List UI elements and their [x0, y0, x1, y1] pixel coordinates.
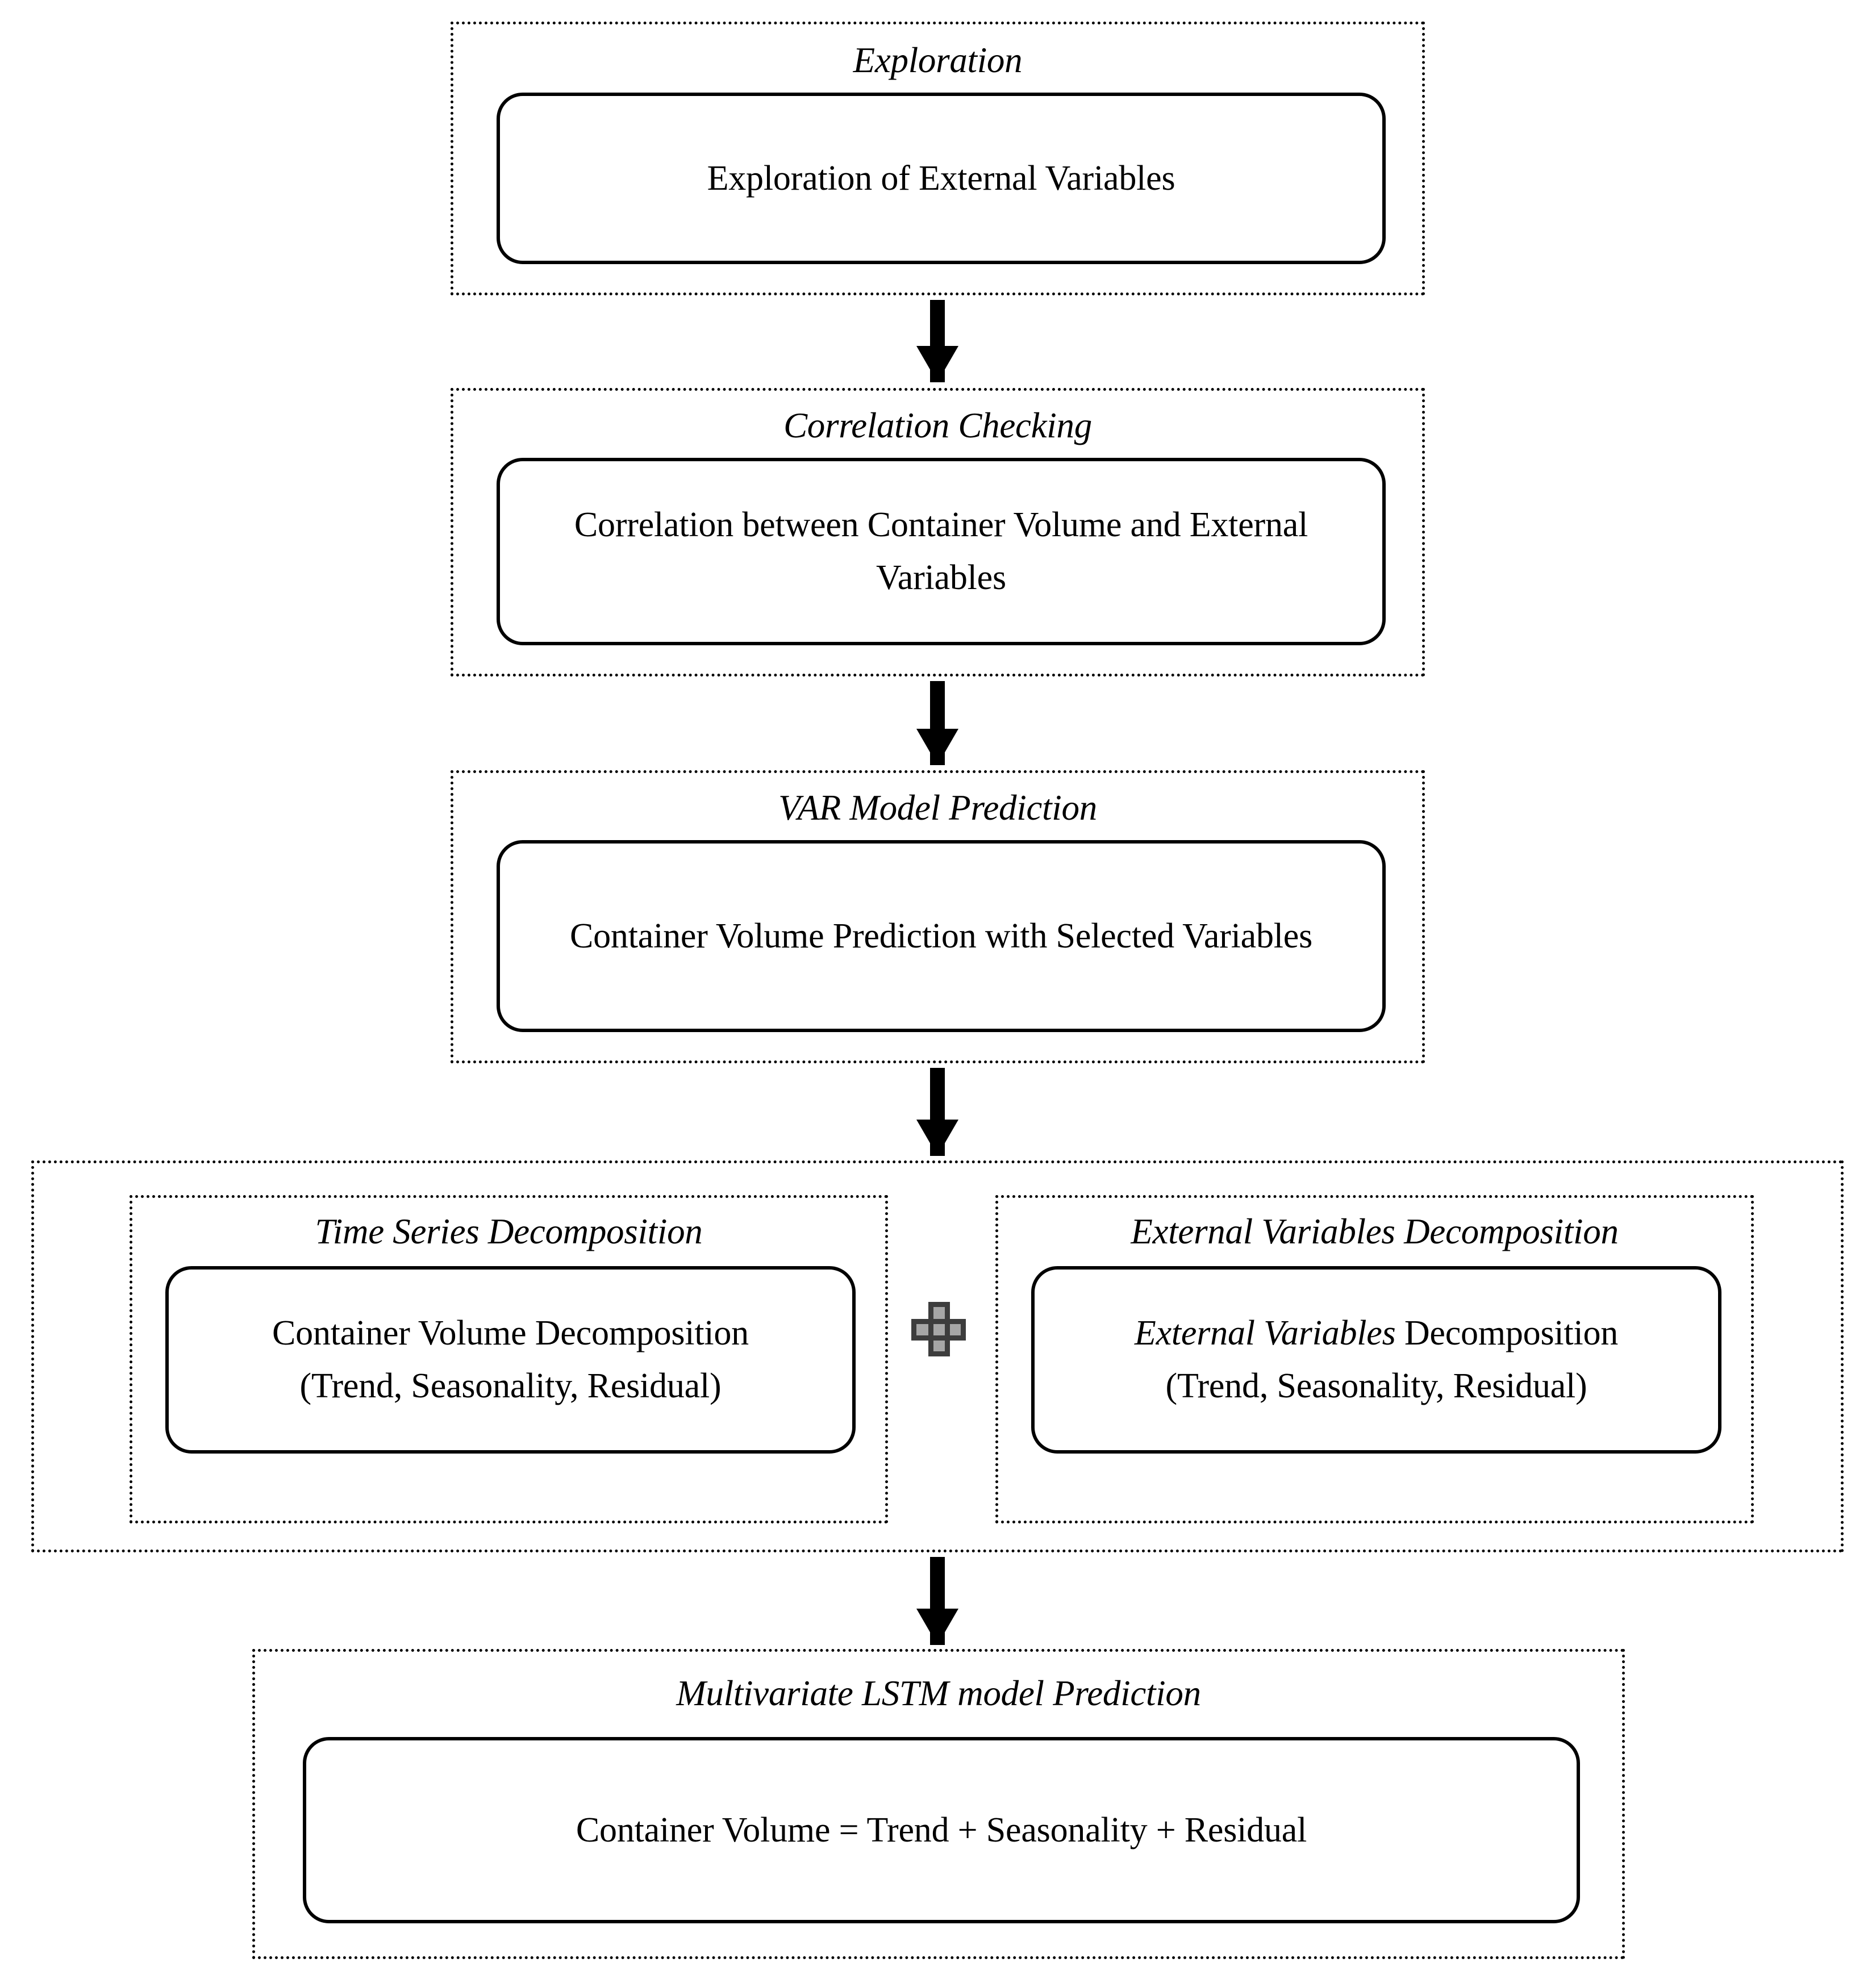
section-decomposition-group: Time Series Decomposition Container Volu… [31, 1160, 1844, 1552]
section-external-variables-decomposition: External Variables Decomposition Externa… [995, 1195, 1754, 1523]
card-text-time-series-decomposition: Container Volume Decomposition (Trend, S… [256, 1307, 765, 1413]
card-line-decomposition-roman: Decomposition [1395, 1314, 1619, 1352]
card-text-multivariate-lstm-prediction: Container Volume = Trend + Seasonality +… [576, 1810, 1307, 1849]
card-text-exploration: Exploration of External Variables [707, 158, 1175, 198]
arrow-var-to-decomposition [916, 1068, 958, 1156]
section-caption-external-variables-decomposition: External Variables Decomposition [1131, 1212, 1619, 1251]
card-text-correlation-checking: Correlation between Container Volume and… [574, 506, 1308, 597]
plus-icon [911, 1302, 966, 1356]
section-caption-time-series-decomposition: Time Series Decomposition [315, 1212, 703, 1251]
card-exploration: Exploration of External Variables [497, 93, 1386, 264]
card-time-series-decomposition: Container Volume Decomposition (Trend, S… [165, 1266, 856, 1454]
card-line-container-volume-decomposition: Container Volume Decomposition [272, 1314, 749, 1352]
card-line-external-variables-italic: External Variables [1134, 1314, 1396, 1352]
card-var-model-prediction: Container Volume Prediction with Selecte… [497, 840, 1386, 1032]
card-external-variables-decomposition: External Variables Decomposition (Trend,… [1031, 1266, 1721, 1454]
section-caption-correlation-checking: Correlation Checking [783, 406, 1092, 445]
arrow-correlation-to-var [916, 681, 958, 765]
card-line-trend-seasonality-residual: (Trend, Seasonality, Residual) [1165, 1367, 1587, 1405]
arrow-exploration-to-correlation [916, 300, 958, 382]
card-text-var-model-prediction: Container Volume Prediction with Selecte… [569, 916, 1313, 955]
section-multivariate-lstm-prediction: Multivariate LSTM model Prediction Conta… [252, 1649, 1625, 1959]
section-time-series-decomposition: Time Series Decomposition Container Volu… [130, 1195, 888, 1523]
arrow-decomposition-to-lstm [916, 1557, 958, 1645]
section-caption-var-model-prediction: VAR Model Prediction [778, 788, 1097, 828]
section-var-model-prediction: VAR Model Prediction Container Volume Pr… [451, 770, 1425, 1063]
card-line-trend-seasonality-residual: (Trend, Seasonality, Residual) [299, 1367, 722, 1405]
section-exploration: Exploration Exploration of External Vari… [451, 22, 1425, 295]
card-line-external-variables-decomposition: External Variables Decomposition [1135, 1307, 1618, 1360]
card-correlation-checking: Correlation between Container Volume and… [497, 458, 1386, 645]
card-text-external-variables-decomposition: External Variables Decomposition (Trend,… [1119, 1307, 1634, 1413]
section-caption-multivariate-lstm-prediction: Multivariate LSTM model Prediction [676, 1673, 1201, 1713]
section-correlation-checking: Correlation Checking Correlation between… [451, 388, 1425, 677]
section-caption-exploration: Exploration [853, 40, 1023, 80]
card-multivariate-lstm-prediction: Container Volume = Trend + Seasonality +… [303, 1737, 1580, 1923]
